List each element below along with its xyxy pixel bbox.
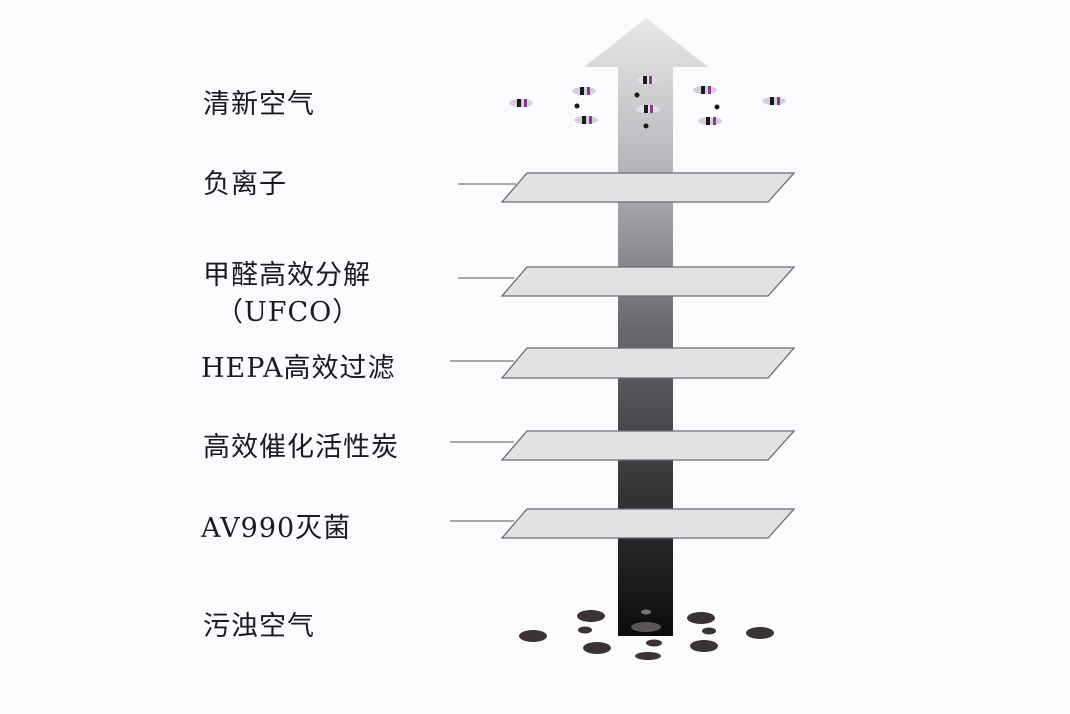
label-carbon: 高效催化活性炭 [203,432,399,463]
airflow-arrow-icon [584,18,708,636]
molecule-icon [762,97,786,105]
molecule-icon [636,105,660,113]
label-hepa: HEPA高效过滤 [201,353,396,384]
label-formaldehyde-sub: （UFCO） [216,297,361,328]
plate-carbon [500,430,796,461]
molecule-icon [693,86,717,94]
molecule-icon [698,117,722,125]
pollutant-particles [519,609,774,660]
plate-formaldehyde [500,266,796,297]
plate-negative-ions [500,172,796,203]
molecule-icon [572,87,596,95]
filter-plates [500,172,796,539]
label-negative-ions: 负离子 [203,169,287,200]
plate-av990 [500,508,796,539]
leader-lines [450,183,516,522]
label-fresh-air: 清新空气 [203,89,315,120]
label-av990: AV990灭菌 [201,513,352,544]
molecule-icon [637,76,657,84]
molecule-icon [574,116,598,124]
molecule-icon [509,99,533,107]
label-polluted-air: 污浊空气 [203,611,315,642]
label-formaldehyde: 甲醛高效分解 [203,260,371,291]
clean-air-particles [509,76,786,129]
plate-hepa [500,347,796,379]
